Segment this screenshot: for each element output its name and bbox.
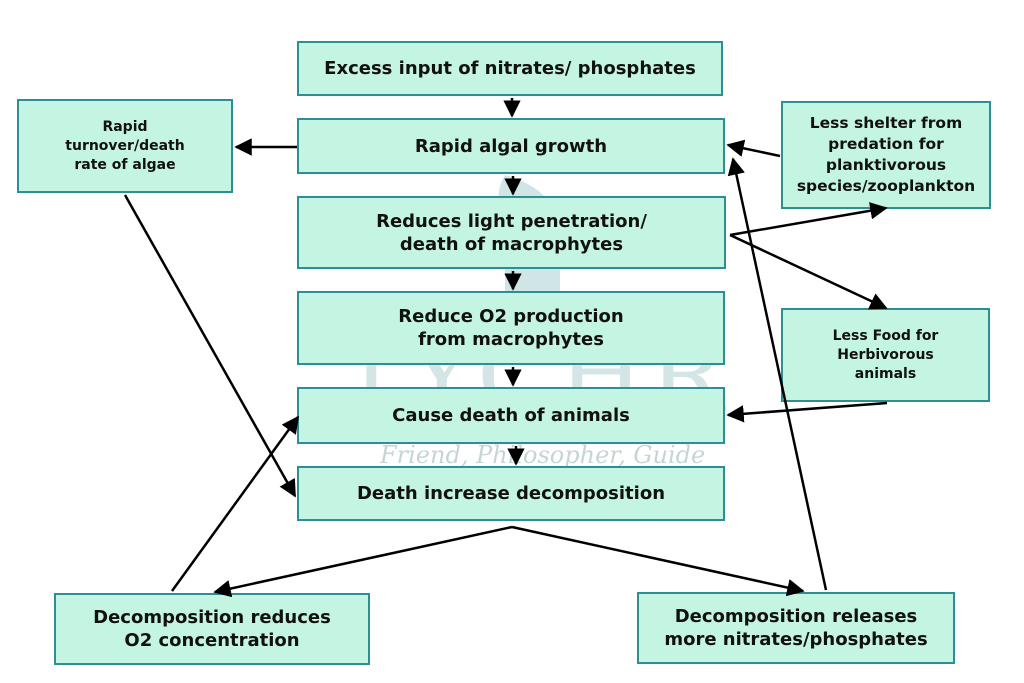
releases-nutrients-box: Decomposition releases more nitrates/pho… [637, 592, 955, 664]
excess-input-label: Excess input of nitrates/ phosphates [324, 58, 696, 79]
releases-nutrients-label: Decomposition releases more nitrates/pho… [664, 606, 928, 650]
light-penetration-box: Reduces light penetration/ death of macr… [297, 196, 726, 269]
arrow-reduces-o2-to-death [170, 415, 300, 592]
arrow-decomposition-to-releases [511, 525, 805, 597]
death-animals-label: Cause death of animals [392, 405, 630, 426]
o2-production-label: Reduce O2 production from macrophytes [398, 306, 624, 350]
light-penetration-label: Reduces light penetration/ death of macr… [376, 210, 647, 255]
algal-growth-label: Rapid algal growth [414, 135, 608, 157]
death-animals-box: Cause death of animals [297, 387, 725, 444]
reduces-o2-label: Decomposition reduces O2 concentration [93, 607, 331, 651]
excess-input-box: Excess input of nitrates/ phosphates [297, 41, 723, 96]
reduces-o2-box: Decomposition reduces O2 concentration [54, 593, 370, 665]
watermark-tagline: Friend, Philosopher, Guide [380, 441, 706, 469]
arrow-food-to-death [726, 401, 888, 423]
arrow-shelter-to-growth [726, 139, 781, 158]
arrow-turnover-to-decomposition [123, 194, 297, 498]
o2-production-box: Reduce O2 production from macrophytes [297, 291, 725, 365]
less-shelter-label: Less shelter from predation for planktiv… [796, 114, 976, 195]
algal-growth-box: Rapid algal growth [297, 118, 725, 174]
rapid-turnover-box: Rapid turnover/death rate of algae [17, 99, 233, 193]
arrow-light-to-food [729, 233, 888, 310]
less-food-box: Less Food for Herbivorous animals [781, 308, 990, 402]
death-decomposition-label: Death increase decomposition [356, 483, 666, 504]
arrow-decomposition-to-reduces-o2 [213, 525, 513, 598]
arrow-light-to-shelter [729, 202, 888, 237]
death-decomposition-box: Death increase decomposition [297, 466, 725, 521]
less-shelter-box: Less shelter from predation for planktiv… [781, 101, 991, 209]
less-food-label: Less Food for Herbivorous animals [832, 327, 939, 382]
rapid-turnover-label: Rapid turnover/death rate of algae [65, 118, 185, 173]
